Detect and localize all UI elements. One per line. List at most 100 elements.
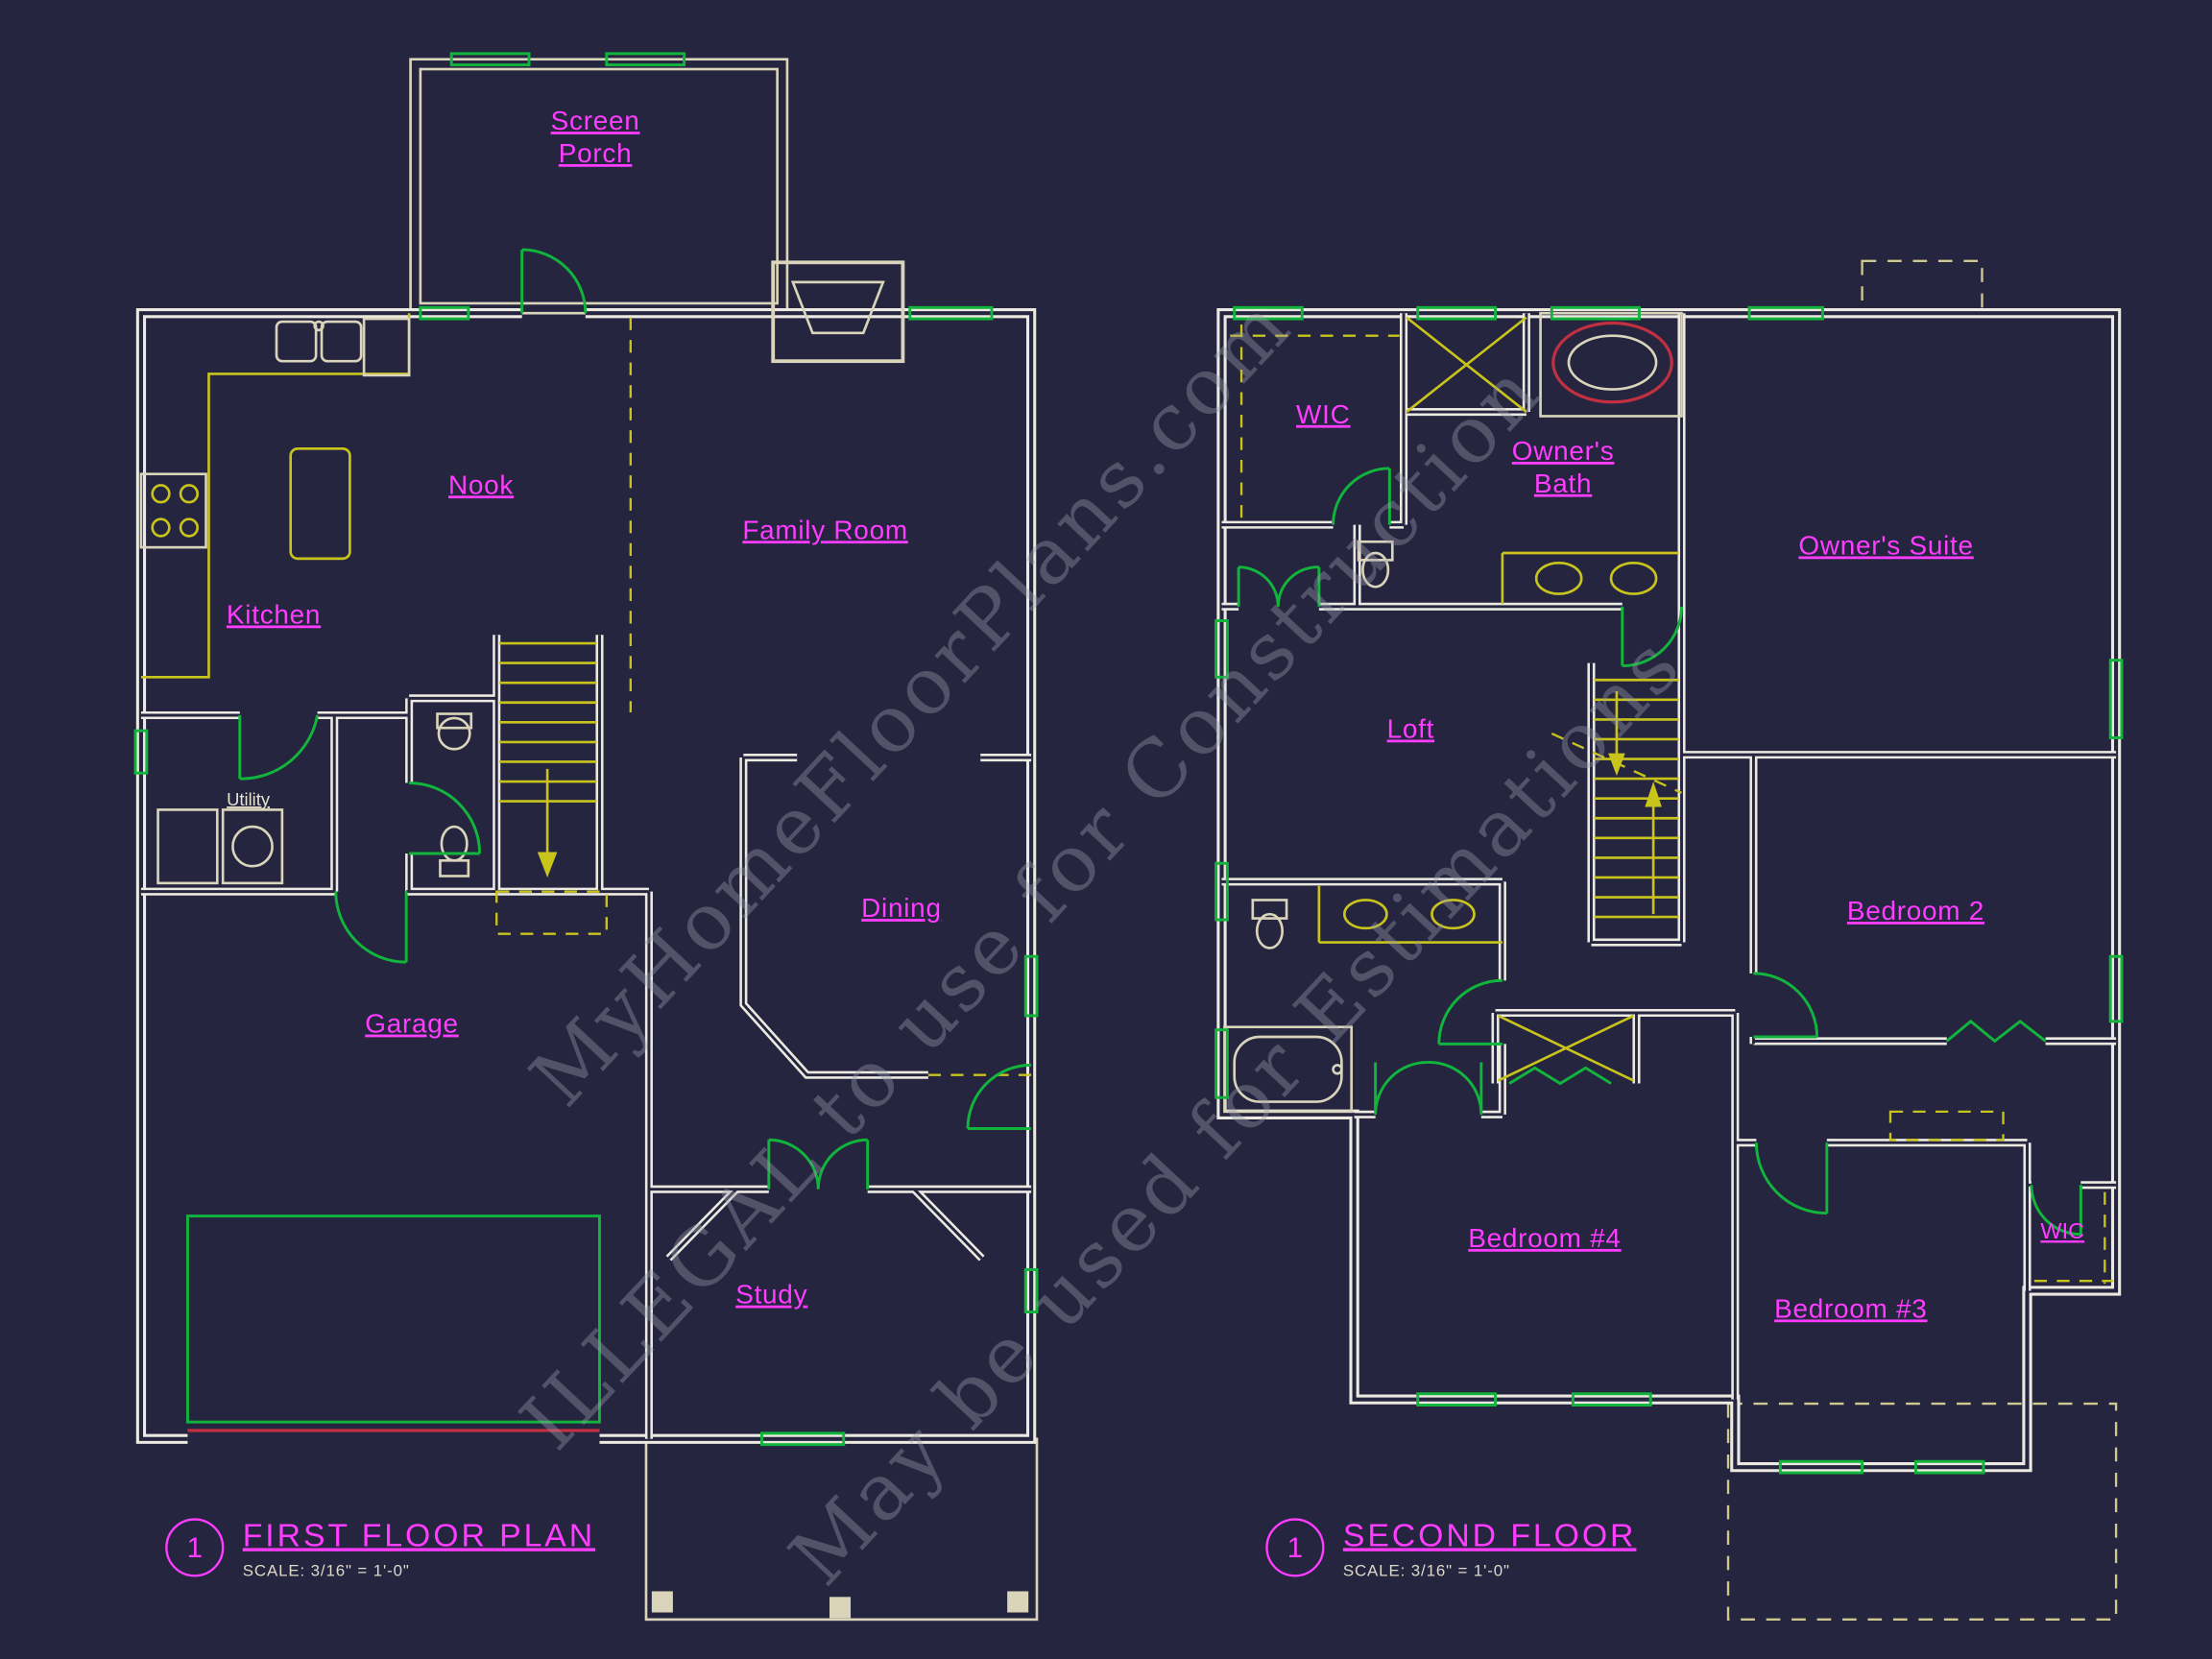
first-floor-doors (238, 248, 1032, 1190)
first-floor-walls (141, 313, 1031, 1439)
window (1571, 1392, 1652, 1407)
ceiling-break-lines (629, 317, 1032, 1076)
vanity-counter (1317, 885, 1503, 944)
stair-closet-dashed (495, 890, 609, 935)
garden-tub (1567, 334, 1658, 391)
room-label-nook: Nook (448, 469, 514, 499)
closet-bifold (1945, 1019, 2047, 1044)
vanity-sink (1343, 899, 1388, 930)
second-floor-title-block: 1 SECOND FLOOR SCALE: 3/16" = 1'-0" (1265, 1517, 1637, 1579)
room-label-family-room: Family Room (742, 515, 907, 544)
vanity-sink (1431, 899, 1476, 930)
window (1023, 954, 1039, 1018)
first-floor-plan: Screen Porch Nook Family Room Kitchen Ut… (133, 52, 1039, 1622)
plan-title-first-floor: FIRST FLOOR PLAN (243, 1517, 595, 1553)
stair-arrowhead (537, 852, 558, 878)
vanity-sink (1534, 561, 1583, 595)
loft-hall-double-door (1237, 565, 1321, 607)
porch-door-swing (520, 248, 588, 314)
washer (156, 808, 219, 885)
room-label-garage: Garage (365, 1009, 458, 1039)
burner (179, 484, 200, 504)
porch-post (830, 1597, 852, 1619)
pedestal-sink (437, 716, 471, 751)
stair-arrowhead (1608, 753, 1625, 777)
bedroom4-double-door (1374, 1060, 1483, 1115)
scale-note-second-floor: SCALE: 3/16" = 1'-0" (1343, 1561, 1510, 1579)
wic-shelving (1230, 324, 2114, 1285)
utility-door-swing (238, 714, 320, 781)
burner (151, 517, 171, 538)
fireplace (771, 260, 905, 364)
owners-bath-fixtures (1357, 311, 1683, 604)
owners-suite-door-swing (1621, 606, 1683, 668)
dryer (221, 808, 284, 885)
sheet-number: 1 (1287, 1532, 1303, 1564)
hall-bath-door-swing (1437, 978, 1503, 1046)
room-label-wic-2: WIC (2040, 1218, 2084, 1243)
sheet-number-circle (1265, 1518, 1325, 1577)
burner (151, 484, 171, 504)
sink-faucet (313, 320, 325, 332)
dining-rear-door-swing (966, 1063, 1032, 1130)
sink-counter (436, 712, 473, 730)
hall-closet-rod (1888, 1110, 2005, 1142)
room-label-owners-bath: Bath (1534, 469, 1592, 498)
stove (139, 472, 207, 549)
screen-porch-structure (409, 52, 789, 315)
window (1023, 1267, 1039, 1314)
study-double-door-swing (767, 1138, 870, 1190)
kitchen-island (289, 446, 351, 561)
linen-closet (1497, 1014, 1635, 1082)
sheet-number: 1 (187, 1532, 203, 1564)
first-floor-windows (133, 305, 1039, 1447)
toilet-tank (439, 859, 470, 878)
window (1550, 305, 1641, 321)
garden-tub-rim (1551, 321, 1673, 404)
window (1747, 305, 1824, 321)
porch-post (1007, 1591, 1029, 1613)
window (1214, 861, 1229, 922)
room-label-loft: Loft (1387, 713, 1435, 743)
room-label-bedroom-4: Bedroom #4 (1468, 1223, 1621, 1253)
room-label-study: Study (735, 1280, 807, 1310)
window (760, 1431, 846, 1447)
toilet (440, 825, 469, 862)
room-label-wic: WIC (1296, 399, 1350, 429)
window (133, 729, 149, 775)
powder-door-swing (409, 781, 482, 855)
vanity-sink (1609, 561, 1658, 595)
porch-post (651, 1591, 673, 1613)
plan-title-second-floor: SECOND FLOOR (1343, 1517, 1637, 1553)
dryer-door (231, 825, 274, 868)
room-label-owners-bath: Owner's (1512, 436, 1615, 466)
vanity-counter (1501, 551, 1679, 604)
window (419, 305, 470, 321)
window (2108, 954, 2124, 1023)
room-label-kitchen: Kitchen (227, 599, 321, 629)
room-label-bedroom-2: Bedroom 2 (1847, 896, 1984, 926)
window (1416, 305, 1498, 321)
window (908, 305, 994, 321)
second-floor-room-labels: WIC Owner's Bath Owner's Suite Loft Bedr… (1296, 399, 2084, 1324)
room-label-screen-porch: Screen (551, 106, 640, 135)
tub-faucet (1332, 1064, 1343, 1075)
stair-treads (1594, 678, 1679, 919)
window (1214, 1028, 1229, 1099)
first-floor-title-block: 1 FIRST FLOOR PLAN SCALE: 3/16" = 1'-0" (165, 1517, 595, 1579)
wic-door-swing (1332, 467, 1391, 525)
second-floor-dashed-outlines (1726, 259, 2118, 1622)
shower-glass (1406, 316, 1527, 414)
garage-door-swing (334, 891, 408, 964)
tub-platform (1539, 311, 1683, 418)
sheet-number-circle (165, 1518, 225, 1577)
stair-annotation-line (1551, 733, 1682, 794)
window (2108, 659, 2124, 739)
burner (179, 517, 200, 538)
toilet-tank (1357, 540, 1394, 562)
window (1416, 1392, 1498, 1407)
second-floor-plan: WIC Owner's Bath Owner's Suite Loft Bedr… (1214, 259, 2124, 1622)
stairs-second-floor (1551, 678, 1682, 919)
